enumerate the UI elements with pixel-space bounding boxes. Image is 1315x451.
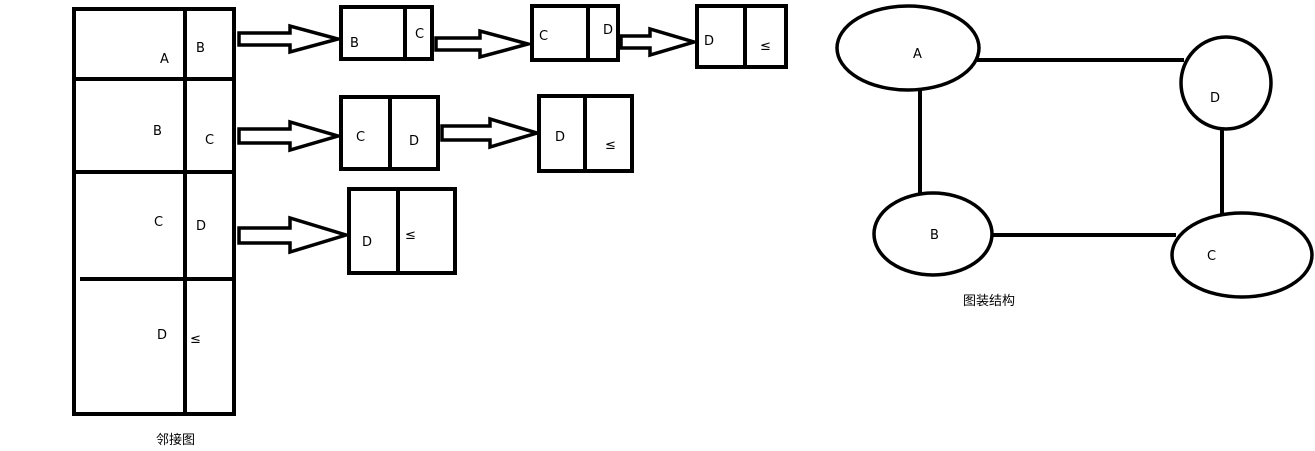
graph-node-c-ellipse — [1170, 211, 1314, 299]
head-vertex-d: D — [157, 328, 167, 343]
adjacency-table-frame — [72, 7, 236, 416]
graph-node-d: D — [1179, 35, 1273, 131]
graph-node-b-label: B — [930, 228, 939, 243]
graph-node-b-ellipse — [872, 191, 994, 277]
head-next-d: ≤ — [190, 332, 201, 347]
list-node-data: C — [356, 130, 365, 145]
head-next-b: C — [205, 133, 214, 148]
list-node-next: C — [415, 27, 424, 42]
pointer-arrow — [440, 116, 544, 150]
adjacency-table: A B B C C D D ≤ — [72, 7, 236, 416]
list-row-b: C D D ≤ — [237, 94, 634, 173]
head-vertex-b: B — [153, 124, 162, 139]
list-node-box — [530, 4, 620, 62]
list-node: D ≤ — [695, 4, 788, 69]
graph-node-a: A — [835, 4, 981, 92]
list-node-next: D — [603, 23, 613, 38]
list-node: D ≤ — [347, 187, 457, 275]
head-vertex-a: A — [160, 52, 169, 67]
graph-node-b: B — [872, 191, 994, 277]
graph-node-c: C — [1170, 211, 1314, 299]
pointer-arrow — [237, 23, 345, 55]
list-node-next: ≤ — [605, 138, 616, 153]
pointer-arrow — [434, 28, 535, 60]
graph-node-d-ellipse — [1179, 35, 1273, 131]
graph-node-a-ellipse — [835, 4, 981, 92]
list-node-next: ≤ — [405, 228, 416, 243]
list-row-a: B C C D D ≤ — [237, 4, 788, 69]
graph-caption: 图装结构 — [963, 294, 1015, 309]
list-node-data: D — [362, 235, 372, 250]
list-node-data: B — [350, 36, 359, 51]
list-node: C D — [339, 95, 440, 171]
list-node-data: C — [539, 29, 548, 44]
graph-structure: A B C D — [835, 4, 1314, 299]
pointer-arrow — [237, 119, 345, 153]
head-next-a: B — [196, 41, 205, 56]
list-node: B C — [339, 5, 434, 61]
head-next-c: D — [196, 219, 206, 234]
list-node-box — [339, 5, 434, 61]
list-node: C D — [530, 4, 620, 62]
list-node-box — [347, 187, 457, 275]
list-node: D ≤ — [537, 94, 634, 173]
list-node-next: D — [409, 134, 419, 149]
list-row-c: D ≤ — [237, 187, 457, 275]
graph-node-c-label: C — [1207, 249, 1216, 264]
adjacency-caption: 邻接图 — [156, 432, 195, 448]
graph-node-d-label: D — [1210, 91, 1220, 106]
list-node-next: ≤ — [760, 39, 771, 54]
pointer-arrow — [237, 215, 353, 255]
list-node-box — [695, 4, 788, 69]
list-node-data: D — [555, 130, 565, 145]
head-vertex-c: C — [154, 215, 163, 230]
graph-node-a-label: A — [913, 47, 922, 62]
pointer-arrow — [619, 26, 701, 58]
list-node-data: D — [704, 34, 714, 49]
